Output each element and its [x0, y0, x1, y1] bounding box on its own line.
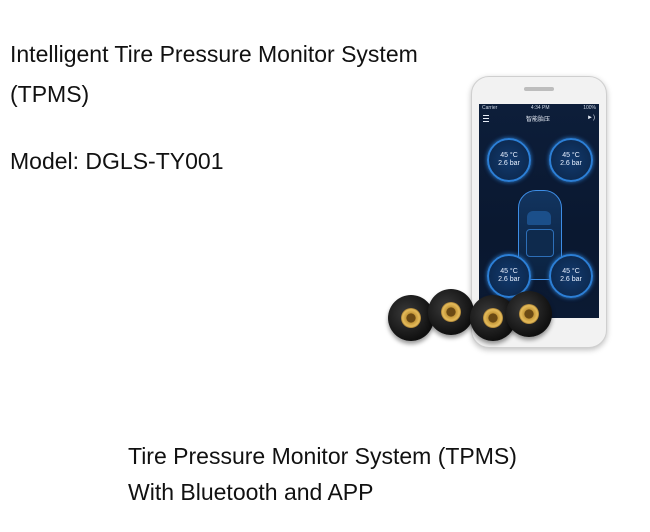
gauge-rear-right: 45 °C 2.6 bar — [549, 254, 593, 298]
model-number: Model: DGLS-TY001 — [10, 148, 224, 174]
phone-image: Carrier 4:34 PM 100% 智能胎压 ►) 45 °C 2.6 b… — [471, 76, 607, 348]
product-caption: Tire Pressure Monitor System (TPMS) With… — [128, 438, 517, 510]
gauge-temp: 45 °C — [500, 268, 518, 275]
tire-sensor — [388, 295, 434, 341]
sensor-valve-nut — [483, 308, 503, 328]
product-title-line1: Intelligent Tire Pressure Monitor System — [10, 41, 418, 67]
status-bar: Carrier 4:34 PM 100% — [479, 104, 599, 112]
gauge-rear-left: 45 °C 2.6 bar — [487, 254, 531, 298]
sensor-valve-nut — [401, 308, 421, 328]
car-roof — [526, 229, 554, 257]
phone-screen: Carrier 4:34 PM 100% 智能胎压 ►) 45 °C 2.6 b… — [479, 104, 599, 318]
phone-speaker — [524, 87, 554, 91]
status-time: 4:34 PM — [530, 105, 550, 111]
gauge-front-left: 45 °C 2.6 bar — [487, 138, 531, 182]
gauge-pressure: 2.6 bar — [560, 160, 582, 167]
app-header: 智能胎压 ►) — [479, 112, 599, 124]
caption-line1: Tire Pressure Monitor System (TPMS) — [128, 443, 517, 469]
status-battery: 100% — [583, 105, 596, 111]
gauge-front-right: 45 °C 2.6 bar — [549, 138, 593, 182]
status-carrier: Carrier — [482, 105, 498, 111]
car-windshield — [527, 211, 551, 225]
gauge-temp: 45 °C — [562, 152, 580, 159]
caption-line2: With Bluetooth and APP — [128, 479, 374, 505]
gauge-pressure: 2.6 bar — [498, 160, 520, 167]
speaker-icon: ►) — [587, 115, 595, 121]
gauge-temp: 45 °C — [500, 152, 518, 159]
tire-sensors-image — [388, 287, 558, 347]
sensor-valve-nut — [441, 302, 461, 322]
menu-icon — [483, 114, 489, 122]
tire-sensor — [428, 289, 474, 335]
gauge-temp: 45 °C — [562, 268, 580, 275]
gauge-pressure: 2.6 bar — [560, 276, 582, 283]
app-title: 智能胎压 — [526, 116, 551, 123]
product-title: Intelligent Tire Pressure Monitor System… — [10, 34, 418, 114]
sensor-valve-nut — [519, 304, 539, 324]
product-title-line2: (TPMS) — [10, 81, 90, 107]
tire-sensor — [506, 291, 552, 337]
gauge-pressure: 2.6 bar — [498, 276, 520, 283]
